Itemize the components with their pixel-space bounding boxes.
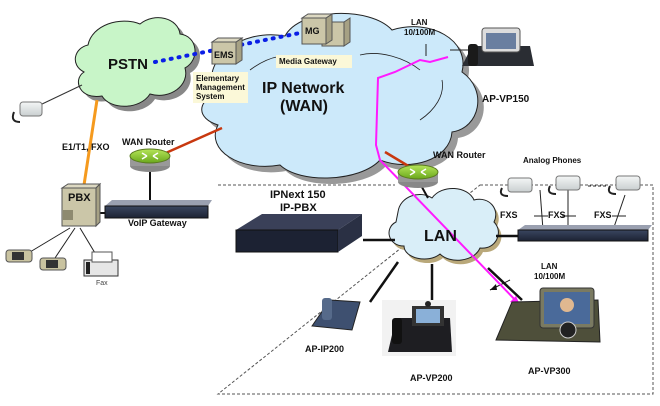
pstn-cloud (74, 17, 201, 112)
analog-phone-3 (607, 175, 641, 195)
lan-top-label-1: LAN (411, 18, 428, 27)
fxs-label-3: FXS (594, 210, 612, 220)
ap-ip200-phone (311, 298, 361, 331)
ems-server-label: EMS (214, 50, 234, 60)
wan-label-line2: (WAN) (280, 98, 328, 115)
wan-cloud (201, 13, 484, 184)
ap-ip200-label: AP-IP200 (305, 344, 345, 354)
ems-note: Elementary Management System (193, 72, 248, 103)
ems-server (210, 37, 244, 65)
pbx-server-label: PBX (68, 192, 91, 204)
analog-phone-1 (499, 177, 533, 197)
pbx-pstn-link (82, 99, 99, 186)
video-call-path (374, 56, 521, 306)
ap-vp300-phone (495, 287, 601, 343)
wan-label-line1: IP Network (262, 80, 345, 97)
fxs-label-1: FXS (500, 210, 518, 220)
fax-label: Fax (96, 280, 108, 287)
fxs-gateway-device (517, 225, 652, 242)
lan-bottom-label-1: LAN (541, 262, 558, 271)
wan-router-right (397, 164, 439, 188)
ap-vp150-label: AP-VP150 (482, 94, 530, 105)
wan-router-right-label: WAN Router (433, 150, 486, 160)
ap-vp150-phone (462, 27, 534, 66)
ipnext-150-label: IPNext 150 (270, 189, 326, 201)
lan-boundary (216, 184, 654, 395)
ip-pbx-label: IP-PBX (280, 202, 317, 214)
lan-vp300-link (487, 267, 523, 301)
ems-note-line3: System (196, 92, 225, 101)
lan-bottom-label-2: 10/100M (534, 272, 566, 281)
pstn-label: PSTN (108, 56, 149, 73)
e1t1-fxo-label: E1/T1, FXO (62, 142, 110, 152)
voip-gateway-device (104, 200, 212, 219)
pstn-phone (11, 101, 43, 123)
ems-note-line2: Management (196, 83, 245, 92)
pstn-phone-link (39, 84, 83, 106)
lan-cloud-label: LAN (424, 228, 457, 245)
ipnext-150-device (235, 214, 362, 253)
media-gateway-server (300, 13, 351, 47)
mg-server-label: MG (305, 26, 320, 36)
ap-vp200-label: AP-VP200 (410, 373, 453, 383)
ap-vp300-label: AP-VP300 (528, 366, 571, 376)
ap-vp200-phone (382, 300, 456, 356)
fax-machine (83, 251, 119, 277)
analog-phones-label: Analog Phones (523, 156, 582, 165)
analog-phone-2 (547, 175, 581, 195)
ems-note-line1: Elementary (196, 74, 240, 83)
wan-router-left-label: WAN Router (122, 137, 175, 147)
pbx-phone-1 (5, 249, 33, 263)
media-gateway-note: Media Gateway (276, 55, 352, 68)
voip-gateway-label: VoIP Gateway (128, 218, 187, 228)
fxs-label-2: FXS (548, 210, 566, 220)
lan-ip200-link (368, 261, 400, 303)
lan-top-label-2: 10/100M (404, 28, 436, 37)
pbx-server (60, 182, 102, 228)
wan-router-left (129, 148, 171, 172)
pbx-phone-2 (39, 257, 67, 271)
